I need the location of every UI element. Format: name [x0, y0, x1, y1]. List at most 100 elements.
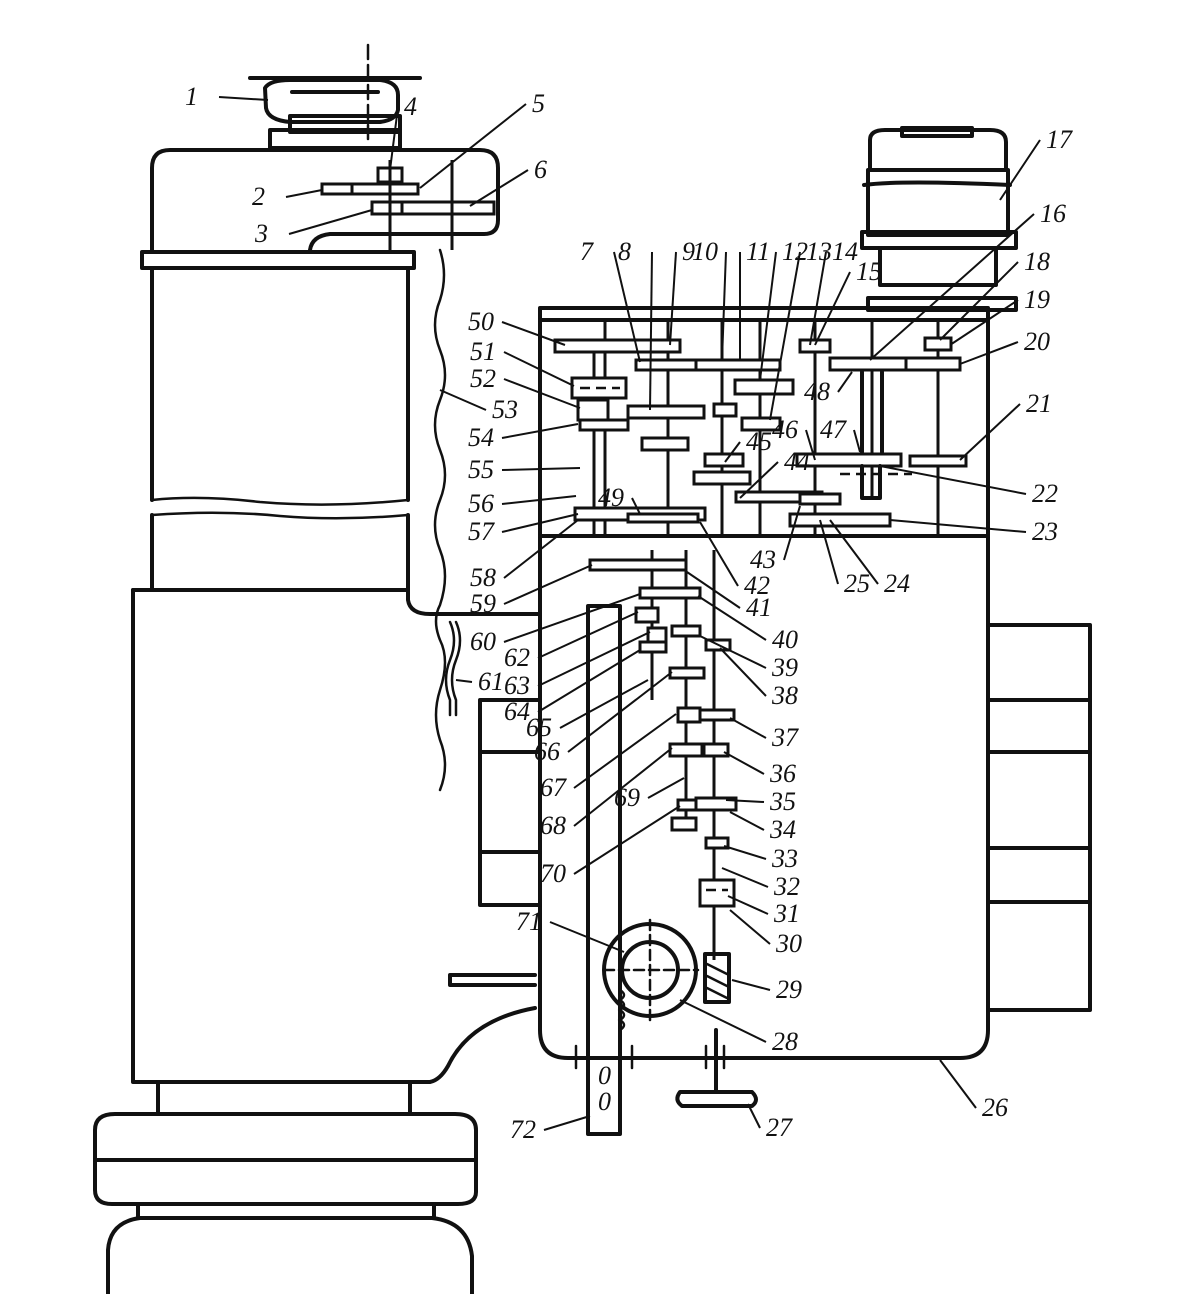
- leader-60: [503, 593, 641, 643]
- part-label-22: 22: [1032, 479, 1058, 508]
- rack-mark-lower: 0: [598, 1087, 611, 1116]
- leader-44: [739, 461, 779, 499]
- leader-71: [549, 921, 625, 953]
- part-label-32: 32: [773, 872, 800, 901]
- part-label-10: 10: [692, 237, 718, 266]
- leader-64: [537, 649, 641, 713]
- leader-lines: [218, 96, 1041, 1131]
- leader-18: [939, 261, 1019, 341]
- part-label-59: 59: [470, 589, 496, 618]
- leader-41: [683, 569, 741, 609]
- leader-13: [769, 251, 801, 421]
- leader-8: [649, 251, 653, 411]
- drive-chain: [433, 248, 462, 792]
- leader-25: [819, 519, 839, 585]
- part-label-11: 11: [746, 237, 770, 266]
- part-label-24: 24: [884, 569, 910, 598]
- leader-66: [567, 671, 673, 753]
- leader-72: [543, 1115, 591, 1131]
- part-label-45: 45: [746, 427, 772, 456]
- part-label-69: 69: [614, 783, 640, 812]
- leader-53: [439, 389, 487, 411]
- leader-34: [729, 811, 765, 831]
- part-label-33: 33: [771, 844, 798, 873]
- leader-37: [729, 717, 767, 739]
- part-label-52: 52: [470, 364, 496, 393]
- leader-57: [501, 513, 579, 533]
- part-label-7: 7: [580, 237, 594, 266]
- leader-59: [503, 564, 593, 605]
- part-label-63: 63: [504, 671, 530, 700]
- part-label-70: 70: [540, 859, 566, 888]
- leader-58: [503, 519, 579, 579]
- leader-43: [783, 505, 801, 561]
- leader-51: [503, 351, 575, 387]
- part-label-38: 38: [771, 681, 798, 710]
- leader-46: [805, 429, 816, 461]
- part-label-25: 25: [844, 569, 870, 598]
- leader-36: [723, 751, 765, 775]
- part-label-35: 35: [769, 787, 796, 816]
- leader-10: [721, 251, 727, 361]
- part-label-27: 27: [766, 1113, 793, 1142]
- part-label-17: 17: [1046, 125, 1073, 154]
- leader-47: [853, 429, 861, 453]
- part-label-13: 13: [806, 237, 832, 266]
- part-label-56: 56: [468, 489, 494, 518]
- part-label-51: 51: [470, 337, 496, 366]
- gears: [320, 160, 968, 1136]
- part-label-1: 1: [185, 82, 198, 111]
- rack-mark-upper: 0: [598, 1061, 611, 1090]
- part-label-55: 55: [468, 455, 494, 484]
- part-label-39: 39: [771, 653, 798, 682]
- leader-31: [727, 895, 769, 915]
- part-label-43: 43: [750, 545, 776, 574]
- leader-5: [419, 103, 527, 189]
- leader-49: [631, 497, 641, 515]
- part-label-44: 44: [784, 447, 810, 476]
- part-label-30: 30: [775, 929, 802, 958]
- leader-52: [503, 378, 581, 409]
- part-label-71: 71: [516, 907, 542, 936]
- part-label-36: 36: [769, 759, 796, 788]
- part-label-4: 4: [404, 92, 417, 121]
- part-label-18: 18: [1024, 247, 1050, 276]
- leader-62: [537, 611, 639, 659]
- part-label-40: 40: [772, 625, 798, 654]
- leader-50: [501, 321, 566, 346]
- leader-56: [501, 495, 577, 505]
- leader-27: [747, 1103, 761, 1129]
- leader-40: [697, 595, 767, 641]
- leader-15: [814, 271, 851, 346]
- part-label-64: 64: [504, 697, 530, 726]
- part-label-48: 48: [804, 377, 830, 406]
- leader-68: [573, 747, 673, 827]
- part-label-53: 53: [492, 395, 518, 424]
- part-label-14: 14: [832, 237, 858, 266]
- leader-45: [724, 441, 741, 463]
- leader-22: [879, 465, 1027, 495]
- part-label-6: 6: [534, 155, 547, 184]
- leader-4: [389, 106, 399, 171]
- leader-14: [809, 251, 827, 346]
- leader-26: [939, 1059, 977, 1109]
- leader-28: [679, 999, 767, 1043]
- leader-19: [949, 299, 1019, 346]
- part-label-15: 15: [856, 257, 882, 286]
- part-label-62: 62: [504, 643, 530, 672]
- leader-35: [725, 799, 765, 803]
- leader-39: [699, 635, 767, 669]
- part-label-42: 42: [744, 571, 770, 600]
- leader-70: [573, 805, 681, 875]
- part-label-66: 66: [534, 737, 560, 766]
- part-label-20: 20: [1024, 327, 1050, 356]
- leader-61: [455, 679, 473, 683]
- part-label-3: 3: [254, 219, 268, 248]
- leader-48: [837, 371, 853, 393]
- part-label-49: 49: [598, 483, 624, 512]
- part-label-54: 54: [468, 423, 494, 452]
- leader-17: [999, 139, 1041, 201]
- part-label-65: 65: [526, 713, 552, 742]
- part-label-47: 47: [820, 415, 847, 444]
